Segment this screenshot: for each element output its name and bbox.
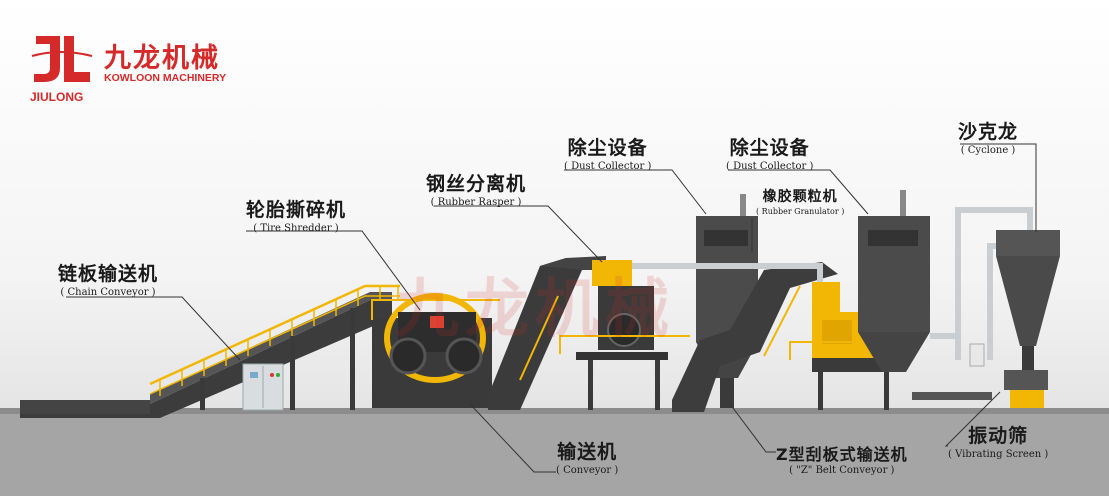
brand-subtitle-en: KOWLOON MACHINERY (104, 72, 227, 84)
label-cn: 钢丝分离机 (426, 173, 527, 195)
label-cn: 除尘设备 (567, 137, 648, 159)
tire-shredder (371, 293, 500, 408)
brand-name-cn: 九龙机械 (104, 43, 220, 74)
label-en: ( "Z" Belt Conveyor ) (789, 465, 895, 476)
label-cn: 振动筛 (968, 425, 1029, 447)
brand-name-en: JIULONG (30, 90, 84, 104)
watermark-text: 九龙机械 (395, 273, 675, 347)
label-chain-conveyor: 链板输送机 ( Chain Conveyor ) (58, 262, 158, 300)
label-dust-collector-2: 除尘设备 ( Dust Collector ) (726, 136, 813, 174)
label-cn: 橡胶颗粒机 (762, 189, 838, 205)
brand-logo: 九龙机械 JIULONG KOWLOON MACHINERY (30, 30, 226, 104)
z-belt-conveyor (672, 262, 838, 412)
jl-logo-mark-icon (31, 36, 93, 82)
label-tire-shredder: 轮胎撕碎机 ( Tire Shredder ) (246, 198, 346, 236)
label-en: ( Dust Collector ) (564, 161, 652, 172)
dust-collector-2 (858, 190, 930, 372)
label-en: ( Cyclone ) (960, 145, 1016, 156)
label-en: ( Rubber Rasper ) (430, 197, 522, 208)
label-conveyor: 输送机 ( Conveyor ) (556, 440, 618, 478)
label-vibrating-screen: 振动筛 ( Vibrating Screen ) (948, 424, 1048, 462)
rubber-granulator (789, 282, 900, 410)
label-en: ( Vibrating Screen ) (948, 449, 1049, 460)
label-cn: 链板输送机 (58, 263, 159, 285)
label-en: ( Rubber Granulator ) (756, 207, 845, 216)
label-en: ( Conveyor ) (556, 465, 619, 476)
chain-conveyor (20, 284, 400, 418)
floor (0, 408, 1109, 496)
control-cabinet (242, 363, 284, 411)
inclined-conveyor (488, 256, 606, 410)
label-cn: 除尘设备 (729, 137, 810, 159)
label-cn: 沙克龙 (958, 121, 1019, 143)
label-en: ( Chain Conveyor ) (60, 287, 156, 298)
label-z-belt-conveyor: Z型刮板式输送机 ( "Z" Belt Conveyor ) (776, 446, 908, 478)
leader-lines (66, 143, 1037, 473)
label-cn: 输送机 (557, 441, 618, 463)
vibrating-screen (912, 370, 1048, 408)
label-rubber-rasper: 钢丝分离机 ( Rubber Rasper ) (426, 172, 526, 210)
label-rubber-granulator: 橡胶颗粒机 ( Rubber Granulator ) (756, 188, 844, 217)
label-en: ( Dust Collector ) (726, 161, 814, 172)
label-cn: Z型刮板式输送机 (776, 445, 908, 464)
cyclone (969, 230, 1060, 370)
rubber-rasper (559, 260, 690, 410)
label-en: ( Tire Shredder ) (253, 223, 339, 234)
label-cn: 轮胎撕碎机 (246, 199, 347, 221)
label-cyclone: 沙克龙 ( Cyclone ) (958, 120, 1018, 158)
label-dust-collector-1: 除尘设备 ( Dust Collector ) (564, 136, 651, 174)
